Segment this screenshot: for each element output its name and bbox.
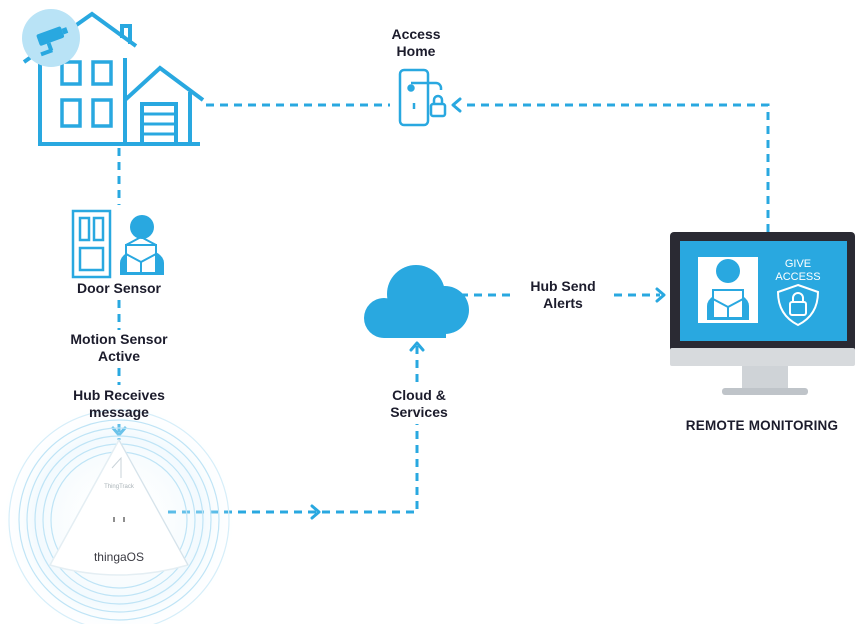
arrowhead-mid — [310, 504, 321, 520]
give-access-line2: ACCESS — [775, 271, 820, 283]
label-cloud-services: Cloud & Services — [390, 387, 448, 420]
arrowhead-to-monitor — [655, 287, 666, 303]
monitor-delivery-person-icon — [707, 259, 749, 320]
arrowhead-to-lock — [451, 97, 462, 113]
connector-monitor-to-lock — [462, 103, 770, 232]
hub-device-icon: ThingTrack thingaOS — [48, 438, 190, 576]
door-lock-icon — [398, 68, 447, 127]
arrowheads — [111, 97, 666, 520]
shield-lock-icon — [776, 283, 820, 327]
label-hub-send-alerts: Hub Send Alerts — [513, 278, 613, 312]
camera-icon — [22, 9, 80, 67]
house-icon — [22, 11, 205, 146]
monitor-icon — [670, 232, 855, 395]
delivery-person-icon — [120, 215, 164, 275]
give-access-line1: GIVE — [785, 258, 811, 270]
label-door-sensor: Door Sensor — [76, 280, 161, 296]
label-access-home: Access Home — [391, 26, 441, 59]
label-remote-monitoring: REMOTE MONITORING — [685, 418, 839, 433]
hub-brand: thingaOS — [94, 550, 144, 564]
label-hub-receives: Hub Receives message — [73, 387, 165, 420]
door-icon — [71, 209, 112, 279]
hub-small-text: ThingTrack — [104, 484, 135, 490]
cloud-icon — [364, 265, 469, 338]
arrowhead-to-cloud — [409, 341, 425, 352]
label-motion-sensor: Motion Sensor Active — [70, 331, 168, 364]
